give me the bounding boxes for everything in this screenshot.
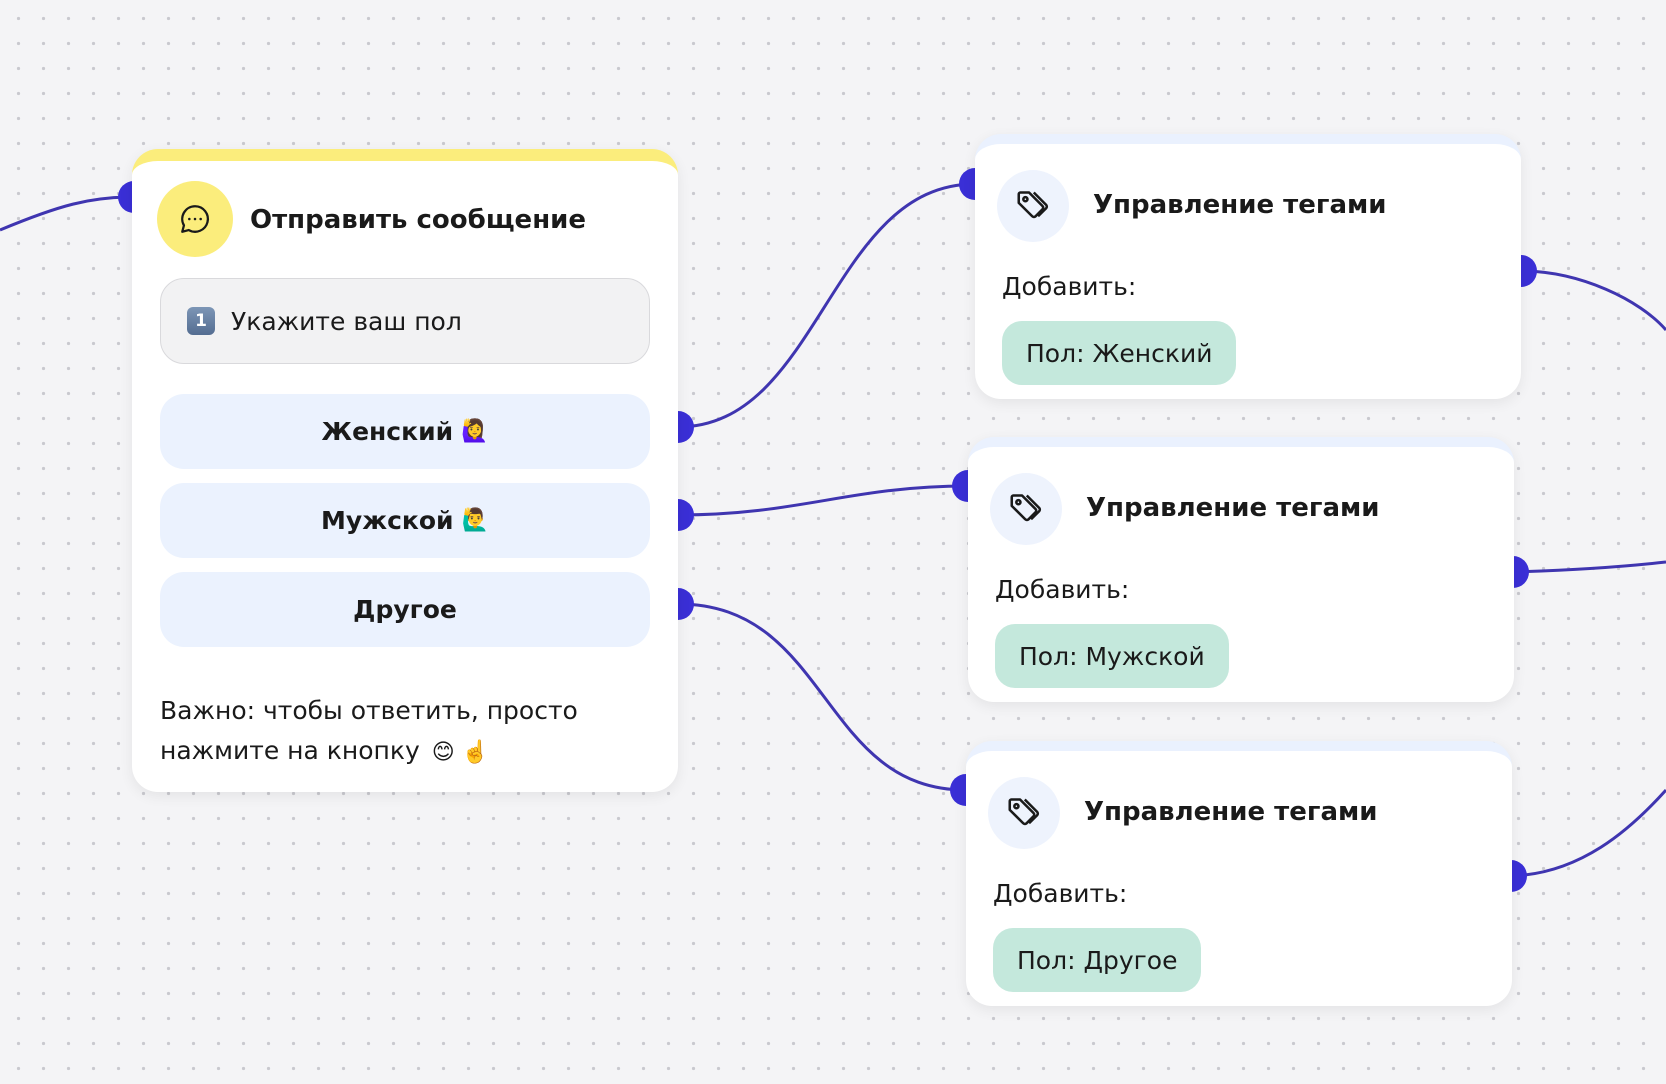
tag-pill-female[interactable]: Пол: Женский [1002,321,1237,385]
question-text: Укажите ваш пол [231,306,462,336]
keycap-one-icon: 1 [187,307,215,335]
add-label: Добавить: [995,575,1130,604]
answer-label: Другое [353,595,457,624]
message-note: Важно: чтобы ответить, просто нажмите на… [160,691,630,773]
smile-pointing-up-icon: 😊 ☝️ [431,740,490,765]
wire-other [677,602,967,792]
tag-node-title: Управление тегами [1086,493,1380,523]
add-label: Добавить: [1002,272,1137,301]
answer-button-male[interactable]: Мужской 🙋‍♂️ [160,483,650,558]
tag-icon [997,170,1069,242]
tag-pill-male[interactable]: Пол: Мужской [995,624,1229,688]
wire-female [677,182,976,429]
wire-incoming [0,195,135,232]
question-text-block[interactable]: 1 Укажите ваш пол [160,278,650,364]
tag-management-node-3[interactable]: Управление тегами Добавить: Пол: Другое [966,741,1512,1006]
wire-out-2 [1512,560,1666,574]
wire-male [677,484,969,517]
answer-button-other[interactable]: Другое [160,572,650,647]
answer-button-female[interactable]: Женский 🙋‍♀️ [160,394,650,469]
chat-bubble-icon [157,181,233,257]
tag-management-node-1[interactable]: Управление тегами Добавить: Пол: Женский [975,134,1521,399]
note-line-2: нажмите на кнопку [160,736,420,765]
wire-out-3 [1510,788,1666,878]
tag-management-node-2[interactable]: Управление тегами Добавить: Пол: Мужской [968,437,1514,702]
send-message-node[interactable]: Отправить сообщение 1 Укажите ваш пол Же… [132,149,678,792]
tag-icon [988,777,1060,849]
add-label: Добавить: [993,879,1128,908]
wire-out-1 [1520,269,1666,331]
answer-label: Женский [321,417,454,446]
note-line-1: Важно: чтобы ответить, просто [160,696,578,725]
tag-node-title: Управление тегами [1084,797,1378,827]
tag-node-title: Управление тегами [1093,190,1387,220]
man-raising-hand-icon: 🙋‍♂️ [461,508,489,533]
woman-raising-hand-icon: 🙋‍♀️ [461,419,489,444]
tag-pill-other[interactable]: Пол: Другое [993,928,1202,992]
message-node-title: Отправить сообщение [250,205,587,235]
answer-label: Мужской [321,506,454,535]
tag-icon [990,473,1062,545]
